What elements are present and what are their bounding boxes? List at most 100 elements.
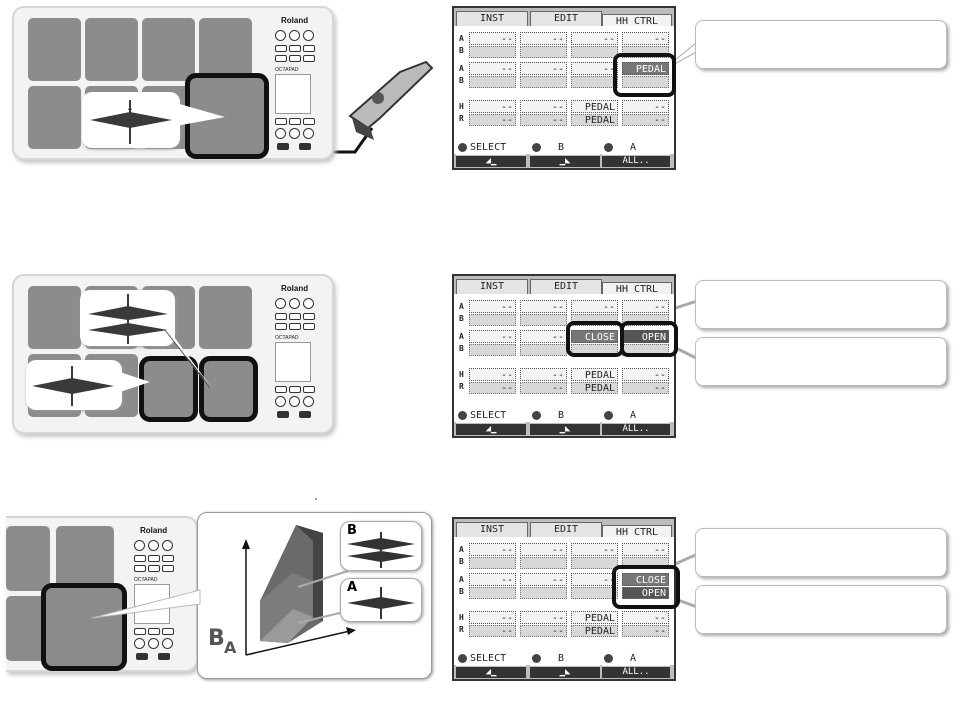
dial-icon	[148, 540, 159, 551]
button-icon[interactable]	[162, 555, 174, 562]
button-icon[interactable]	[275, 45, 287, 52]
f1-icon[interactable]: ◢▁	[456, 424, 526, 435]
arrow-left-icon[interactable]	[277, 143, 289, 150]
octapad-device-3: Roland OCTAPAD	[6, 516, 198, 672]
button-icon[interactable]	[289, 386, 301, 393]
button-icon[interactable]	[148, 628, 160, 635]
pedal-highlight	[613, 53, 676, 97]
control-panel: Roland OCTAPAD	[128, 522, 183, 662]
button-icon[interactable]	[303, 313, 315, 320]
pad-2[interactable]	[56, 526, 114, 591]
knob-icon	[458, 653, 467, 663]
f1-icon[interactable]: ◢▁	[456, 667, 526, 678]
arrow-right-icon[interactable]	[158, 653, 170, 660]
hihat-a-callout: A	[340, 578, 422, 622]
button-icon[interactable]	[275, 313, 287, 320]
button-icon[interactable]	[148, 555, 160, 562]
hihat-b-callout: B	[340, 521, 422, 571]
brand-logo: Roland	[281, 284, 309, 293]
dial-icon	[275, 128, 286, 139]
button-icon[interactable]	[148, 565, 160, 572]
tab-inst[interactable]: INST	[456, 522, 528, 537]
select-b: B	[530, 652, 600, 666]
button-icon[interactable]	[289, 323, 301, 330]
tab-hh-ctrl[interactable]: HH CTRL	[602, 14, 672, 29]
knob-icon	[532, 142, 541, 152]
pad-2[interactable]	[85, 18, 138, 81]
button-icon[interactable]	[134, 565, 146, 572]
button-icon[interactable]	[303, 323, 315, 330]
pad-8-highlighted[interactable]	[185, 73, 269, 159]
tab-inst[interactable]: INST	[456, 279, 528, 294]
arrow-left-icon[interactable]	[277, 411, 289, 418]
button-icon[interactable]	[303, 386, 315, 393]
pad-1[interactable]	[6, 526, 50, 591]
select-a: A	[602, 652, 670, 666]
tab-hh-ctrl[interactable]: HH CTRL	[602, 525, 672, 540]
f3-all-button[interactable]: ALL..	[602, 667, 670, 678]
button-icon[interactable]	[134, 555, 146, 562]
pedal-value: PEDAL	[622, 62, 669, 75]
dial-icon	[162, 638, 173, 649]
button-icon[interactable]	[289, 313, 301, 320]
pad-3[interactable]	[142, 18, 195, 81]
select-label: SELECT	[456, 409, 526, 423]
button-icon[interactable]	[134, 628, 146, 635]
pad-8-highlighted[interactable]	[199, 356, 258, 422]
tab-edit[interactable]: EDIT	[530, 11, 602, 26]
f3-all-button[interactable]: ALL..	[602, 156, 670, 167]
arrow-left-icon[interactable]	[136, 653, 148, 660]
knob-icon	[604, 142, 613, 152]
button-icon[interactable]	[275, 118, 287, 125]
f1-icon[interactable]: ◢▁	[456, 156, 526, 167]
select-a: A	[602, 141, 670, 155]
button-icon[interactable]	[289, 55, 301, 62]
pad-7-highlighted[interactable]	[139, 356, 198, 422]
select-label: SELECT	[456, 141, 526, 155]
pad-4[interactable]	[199, 286, 252, 349]
note-box-3b	[695, 585, 947, 634]
f2-icon[interactable]: ▁◣	[530, 156, 600, 167]
select-b: B	[530, 409, 600, 423]
dial-icon	[303, 396, 314, 407]
open-highlight	[620, 321, 678, 357]
button-icon[interactable]	[303, 45, 315, 52]
pad-5[interactable]	[28, 86, 81, 149]
tab-hh-ctrl[interactable]: HH CTRL	[602, 282, 672, 297]
button-icon[interactable]	[289, 45, 301, 52]
hihat-icon	[90, 100, 172, 144]
tab-edit[interactable]: EDIT	[530, 522, 602, 537]
f2-icon[interactable]: ▁◣	[530, 424, 600, 435]
close-highlight	[566, 321, 624, 357]
pad-4-highlighted[interactable]	[41, 583, 127, 671]
f2-icon[interactable]: ▁◣	[530, 667, 600, 678]
button-icon[interactable]	[289, 118, 301, 125]
tab-edit[interactable]: EDIT	[530, 279, 602, 294]
dial-icon	[162, 540, 173, 551]
arrow-right-icon[interactable]	[299, 411, 311, 418]
pad-3[interactable]	[6, 596, 50, 661]
button-icon[interactable]	[303, 118, 315, 125]
tab-inst[interactable]: INST	[456, 11, 528, 26]
dial-icon	[303, 298, 314, 309]
f3-all-button[interactable]: ALL..	[602, 424, 670, 435]
button-icon[interactable]	[275, 323, 287, 330]
ba-label-b: B	[208, 626, 225, 651]
dial-icon	[303, 128, 314, 139]
pad-4[interactable]	[199, 18, 252, 81]
close-open-highlight	[612, 565, 680, 609]
pad-1[interactable]	[28, 18, 81, 81]
dial-icon	[148, 638, 159, 649]
pad-1[interactable]	[28, 286, 81, 349]
button-icon[interactable]	[275, 55, 287, 62]
dial-icon	[275, 396, 286, 407]
note-box-2b	[695, 337, 947, 386]
button-icon[interactable]	[275, 386, 287, 393]
button-icon[interactable]	[303, 55, 315, 62]
arrow-right-icon[interactable]	[299, 143, 311, 150]
button-icon[interactable]	[162, 565, 174, 572]
button-icon[interactable]	[162, 628, 174, 635]
